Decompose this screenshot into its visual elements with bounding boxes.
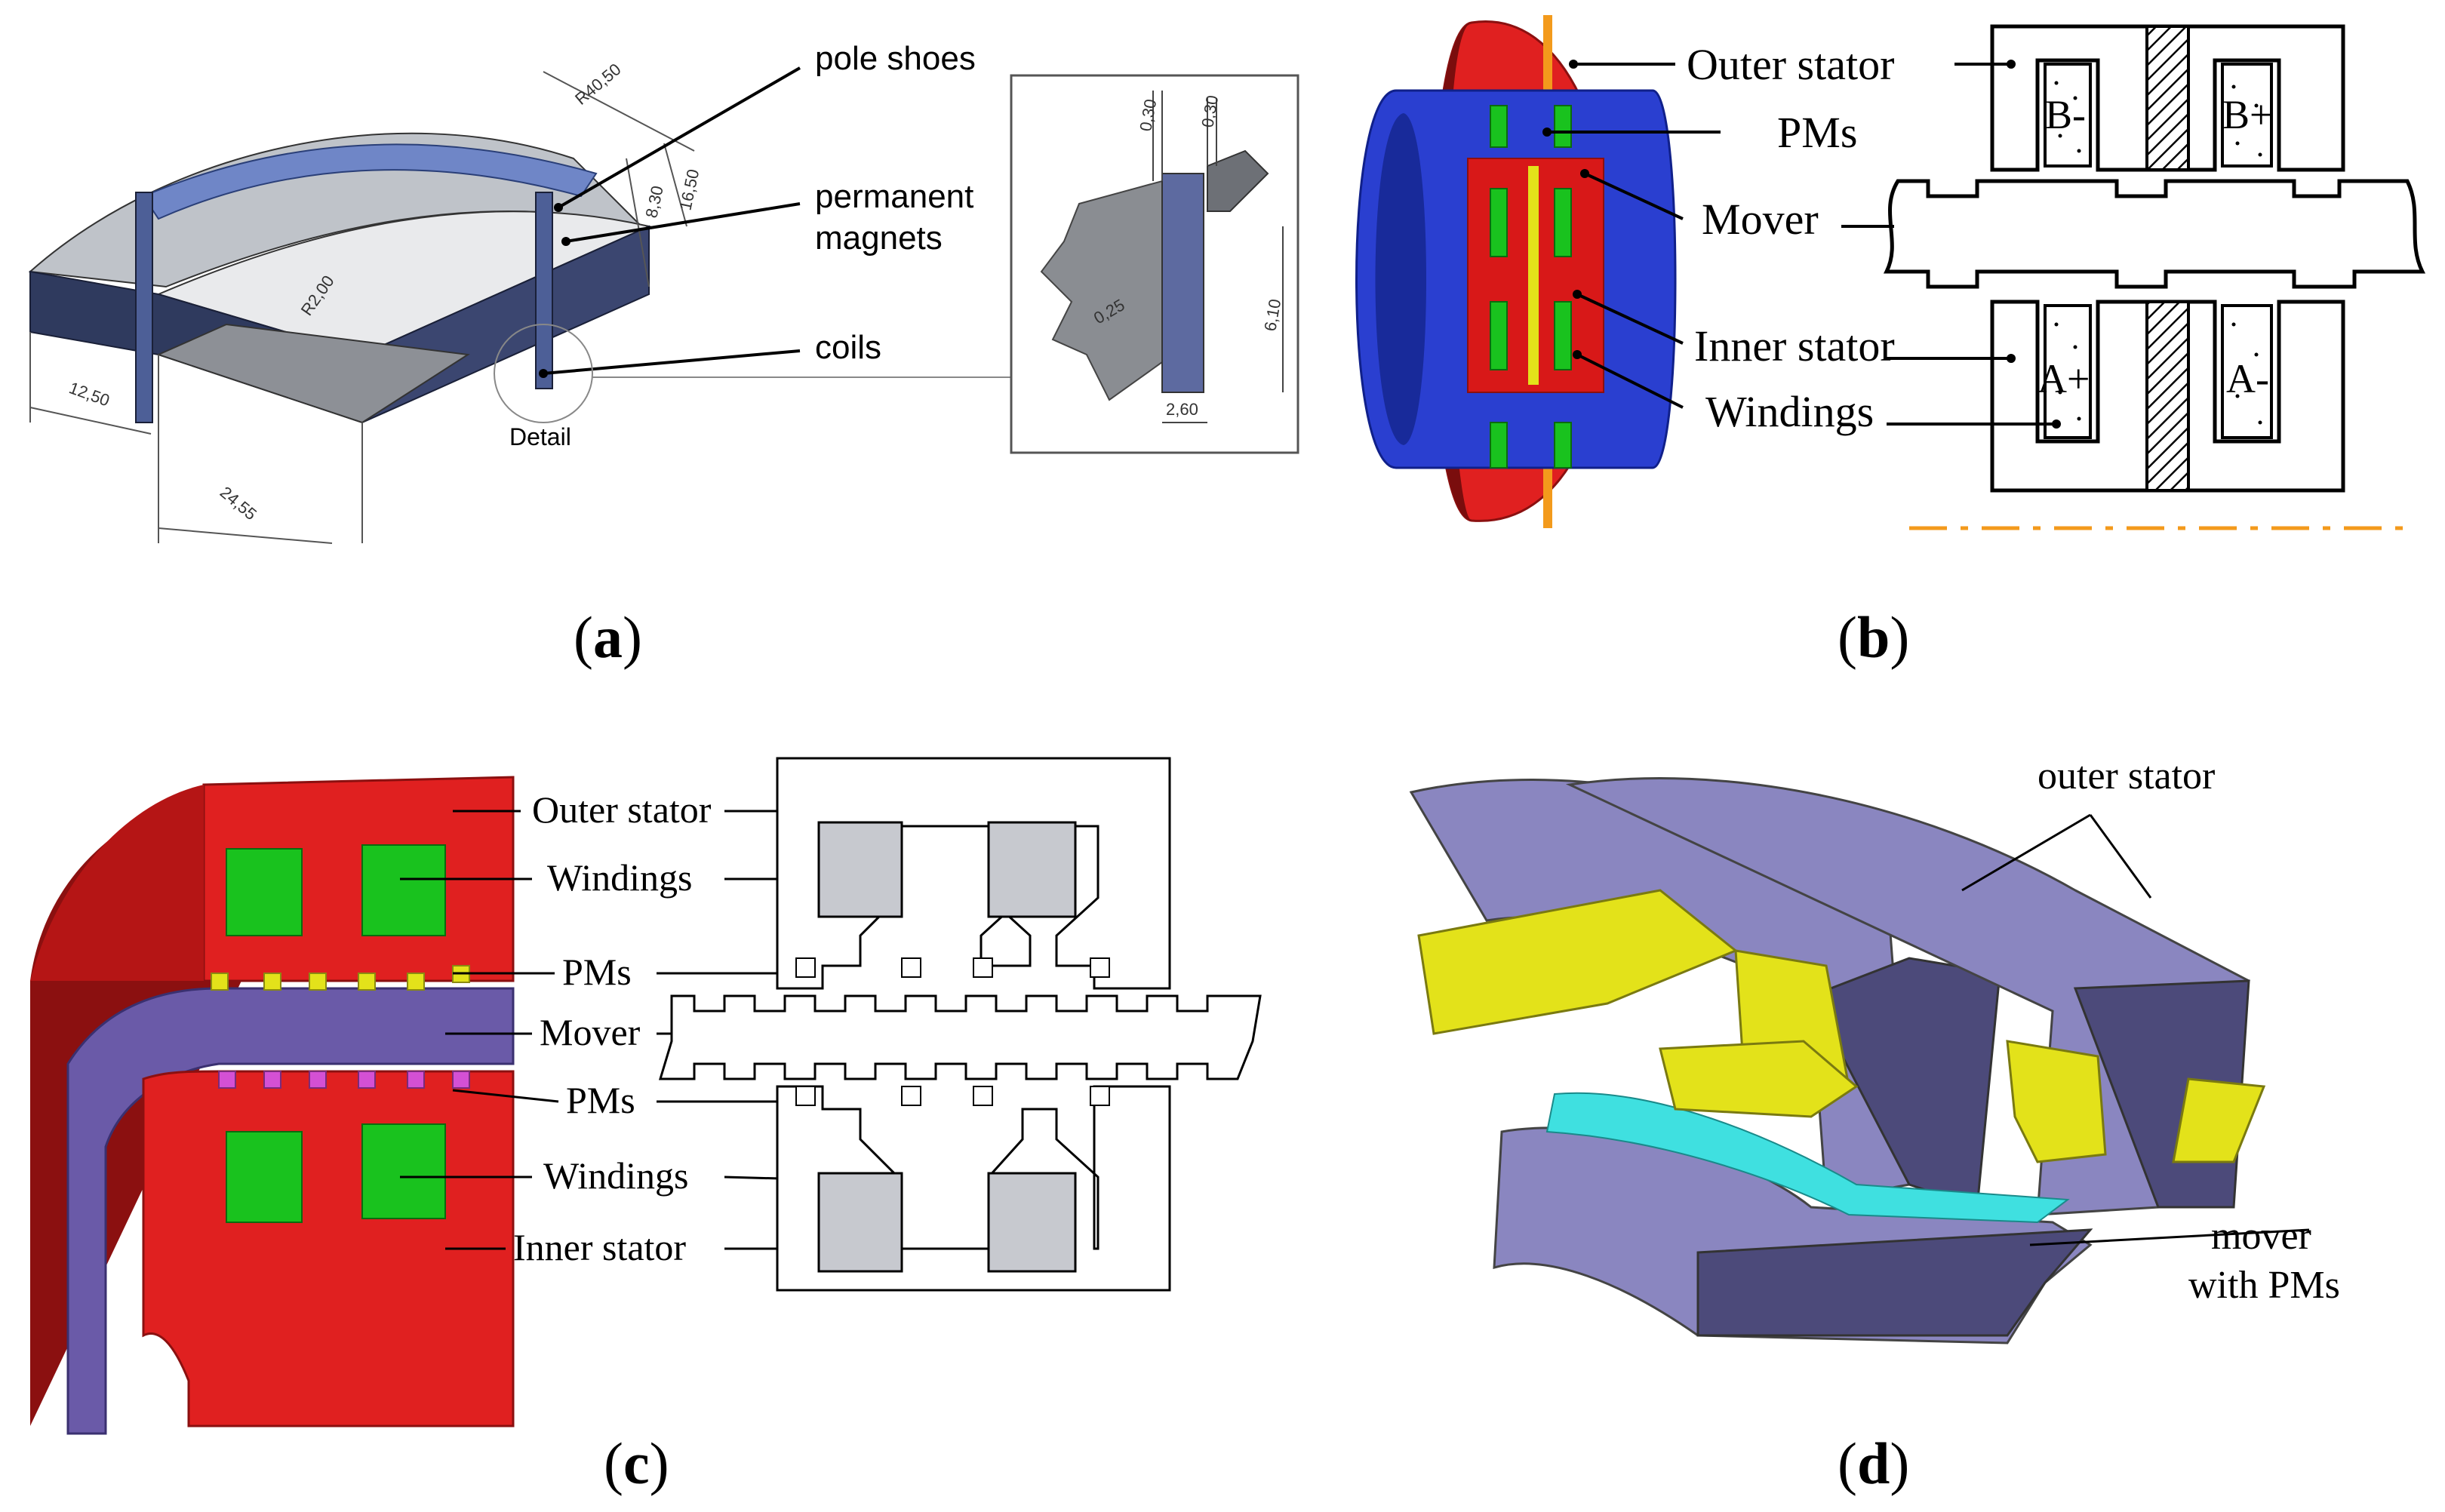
d-outer-stator-1-face xyxy=(1809,957,2001,1209)
d-mover-pms xyxy=(1545,1092,2070,1224)
caption-a: (a) xyxy=(574,604,642,670)
panel-a-leaders xyxy=(543,66,801,375)
ring-yellow-pm xyxy=(1528,166,1539,385)
c-label-pms-bottom: PMs xyxy=(566,1079,635,1121)
sector-inner-face xyxy=(156,211,652,356)
b-coil-slots xyxy=(2044,63,2273,439)
caption-b: (b) xyxy=(1838,604,1910,670)
dimension-lines xyxy=(29,71,695,544)
c-label-pms-top: PMs xyxy=(562,951,632,993)
detail-circle xyxy=(494,324,593,423)
d-label-mover: mover xyxy=(2211,1215,2311,1258)
dim-12-50: 12,50 xyxy=(66,378,112,410)
coil-band-left xyxy=(135,192,153,423)
label-mover: Mover xyxy=(1702,195,1819,244)
dim-8-30: 8,30 xyxy=(641,184,666,220)
dim-r-outer: R40,50 xyxy=(571,60,624,109)
c-windings xyxy=(226,844,446,1223)
label-inner-stator: Inner stator xyxy=(1694,321,1895,370)
d-label-outer-stator: outer stator xyxy=(2038,754,2215,797)
b-coil-dots xyxy=(2054,81,2262,425)
d-mover-face xyxy=(1696,1228,2093,1337)
detail-dims xyxy=(1152,91,1284,423)
b-right-leaders xyxy=(1841,63,2056,426)
caption-c: (c) xyxy=(604,1431,669,1496)
c-label-inner-stator: Inner stator xyxy=(513,1226,686,1268)
sector-bottom-wedge xyxy=(156,323,470,424)
coil-band-right xyxy=(535,192,553,389)
detail-dim-b: 2,60 xyxy=(1166,400,1198,419)
coil-band-top xyxy=(142,143,598,220)
label-magnets: magnets xyxy=(815,220,943,257)
label-pole-shoes: pole shoes xyxy=(815,40,976,77)
dim-24-55: 24,55 xyxy=(217,483,260,524)
label-pms: PMs xyxy=(1777,108,1857,157)
d-yellow-windings xyxy=(1417,889,2266,1163)
phase-b-plus: B+ xyxy=(2222,92,2272,137)
label-windings: Windings xyxy=(1705,387,1874,436)
c-label-windings-top: Windings xyxy=(547,856,692,899)
detail-magnet xyxy=(1161,173,1204,393)
c-schematic xyxy=(658,757,1262,1292)
c-label-outer-stator: Outer stator xyxy=(532,788,712,831)
phase-b-minus: B- xyxy=(2045,92,2086,137)
phase-a-plus: A+ xyxy=(2038,356,2090,401)
ring-windings xyxy=(1490,105,1572,469)
detail-shoe xyxy=(1207,149,1269,212)
c-schematic-windings xyxy=(817,821,1077,1273)
b-pm-top xyxy=(2145,25,2190,171)
panel-b-leaders xyxy=(1547,63,1721,409)
panel-d-leaders xyxy=(1961,813,2310,1246)
caption-d: (d) xyxy=(1838,1431,1910,1496)
panel-c: Outer stator Windings PMs Mover PMs Wind… xyxy=(30,757,1262,1435)
c-pms-top xyxy=(211,965,470,991)
panel-b: Outer stator PMs Mover Inner stator Wind… xyxy=(1355,15,2426,530)
panel-d: outer stator mover with PMs xyxy=(1409,754,2340,1345)
c-outer-stator-curve xyxy=(30,785,204,981)
c-schematic-pms xyxy=(795,957,1110,1106)
c-pms-bottom xyxy=(218,1071,470,1089)
c-label-mover: Mover xyxy=(540,1011,641,1053)
c-label-windings-bottom: Windings xyxy=(543,1154,688,1197)
label-permanent: permanent xyxy=(815,178,973,215)
d-label-with-pms: with PMs xyxy=(2188,1264,2340,1307)
label-detail: Detail xyxy=(509,423,571,450)
dim-16-50: 16,50 xyxy=(675,167,703,212)
blue-mover-inner xyxy=(1375,113,1426,445)
b-pm-bottom xyxy=(2145,300,2190,492)
panel-a: R40,50 16,50 8,30 R2,00 12,50 24,55 pole… xyxy=(28,40,1299,544)
label-coils: coils xyxy=(815,329,881,366)
phase-a-minus: A- xyxy=(2226,356,2269,401)
label-outer-stator: Outer stator xyxy=(1687,40,1894,89)
